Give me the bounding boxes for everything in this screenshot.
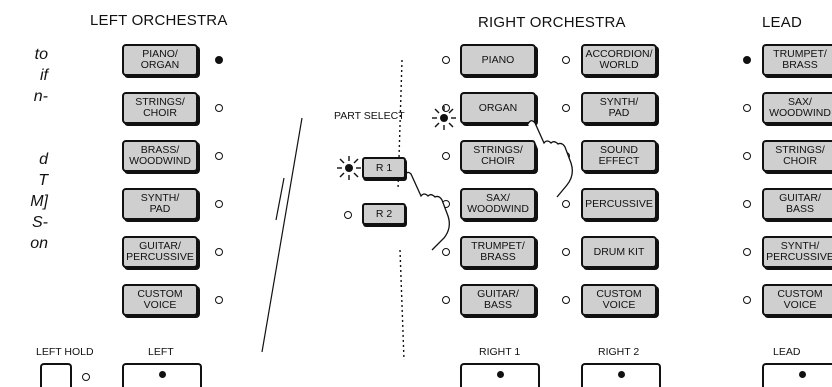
pointing-hand-icon	[528, 121, 572, 197]
pointing-hand-icon	[405, 172, 449, 250]
lead-button[interactable]	[762, 363, 832, 387]
separator-line	[262, 118, 302, 352]
right1-button[interactable]	[460, 363, 540, 387]
left-label: LEFT	[148, 346, 174, 358]
right1-label: RIGHT 1	[479, 346, 520, 358]
separator-line-short	[276, 178, 284, 220]
left-button[interactable]	[122, 363, 202, 387]
lead-label: LEAD	[773, 346, 800, 358]
part-select-dotted-line	[400, 250, 404, 360]
right2-button[interactable]	[581, 363, 661, 387]
right1-button-dot-icon	[497, 371, 504, 378]
right2-button-dot-icon	[618, 371, 625, 378]
left-hold-led	[82, 373, 90, 381]
part-select-label: PART SELECT	[334, 110, 405, 122]
part-select-r2-button[interactable]: R 2	[362, 203, 406, 225]
left-button-dot-icon	[159, 371, 166, 378]
right2-label: RIGHT 2	[598, 346, 639, 358]
left-hold-label: LEFT HOLD	[36, 346, 94, 358]
left-hold-button[interactable]	[40, 363, 72, 387]
blink-indicator-icon	[337, 156, 361, 180]
part-select-r1-button[interactable]: R 1	[362, 157, 406, 179]
part-select-r2-led	[344, 211, 352, 219]
lead-button-dot-icon	[799, 371, 806, 378]
blink-indicator-icon	[432, 106, 456, 130]
